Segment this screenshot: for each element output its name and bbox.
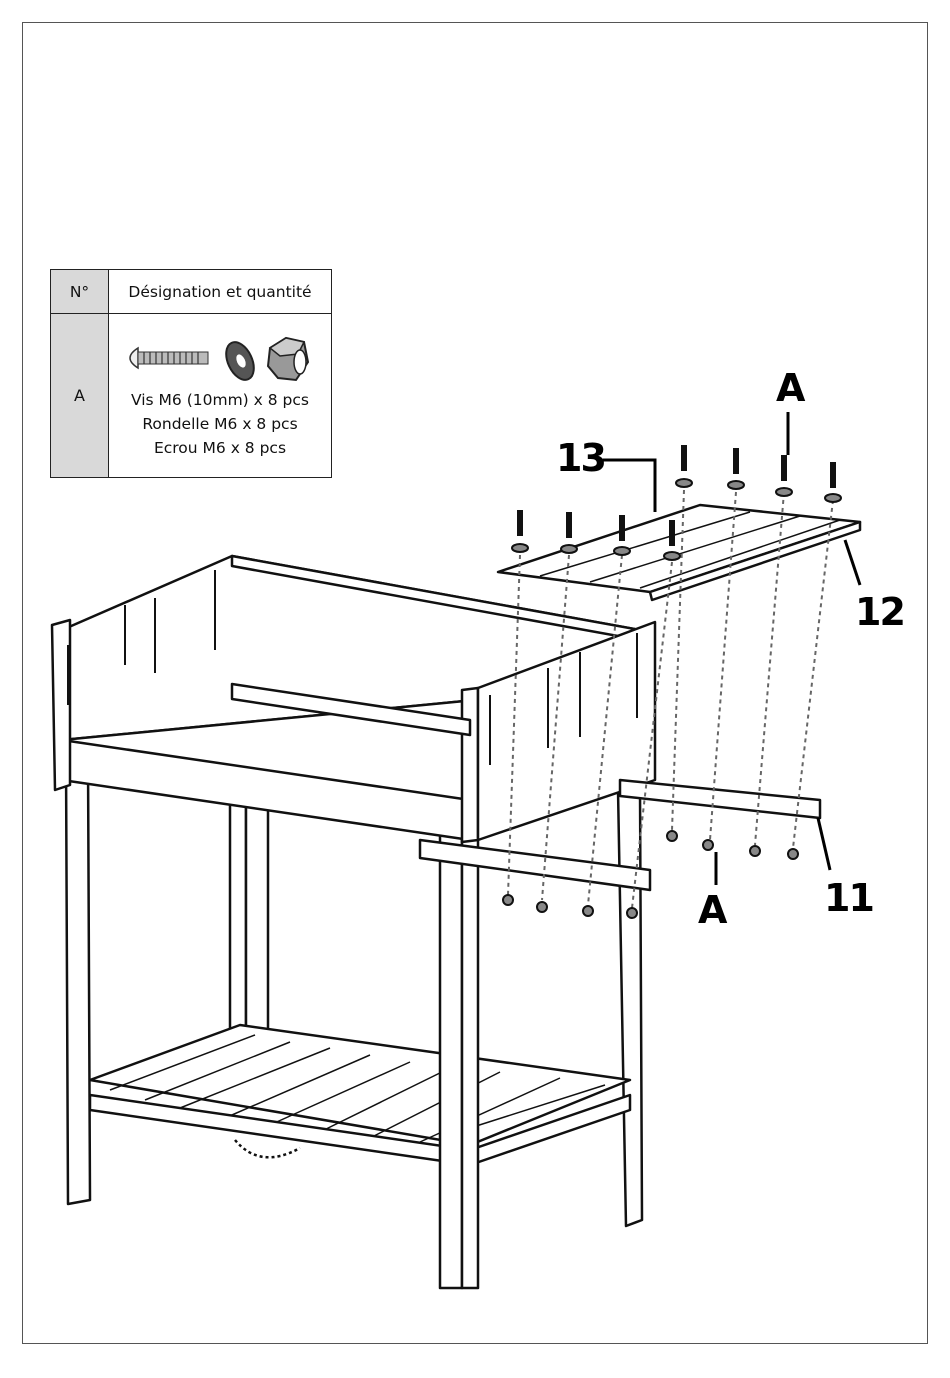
bracket-lower-left [418, 838, 652, 892]
page-border [22, 22, 928, 1344]
back-left-leg [228, 798, 248, 1052]
part-11-bracket [618, 778, 822, 820]
box-corner-post-right [460, 686, 480, 844]
parts-table: N° Désignation et quantité A [50, 269, 332, 478]
screw-icon [129, 346, 209, 370]
item-washer: Rondelle M6 x 8 pcs [142, 415, 298, 433]
washer-icon [225, 341, 255, 381]
front-left-leg [64, 758, 92, 1206]
callout-part-12: 12 [855, 590, 906, 634]
bolt [517, 510, 523, 536]
fasteners-illustration [129, 336, 310, 382]
callout-part-13: 13 [556, 436, 607, 480]
callout-part-11: 11 [824, 876, 875, 920]
back-right-leg [616, 788, 644, 1228]
front-right-leg [438, 818, 464, 1290]
box-corner-post-left [50, 618, 72, 792]
header-number: N° [50, 269, 109, 314]
item-screw: Vis M6 (10mm) x 8 pcs [130, 391, 309, 409]
part-code: A [50, 313, 109, 478]
hex-nut-icon [266, 336, 310, 382]
table-row: A Vis M6 [50, 313, 332, 478]
callout-fastener-a-top: A [776, 366, 805, 410]
item-nut: Ecrou M6 x 8 pcs [153, 439, 287, 457]
callout-fastener-a-bottom: A [698, 888, 727, 932]
